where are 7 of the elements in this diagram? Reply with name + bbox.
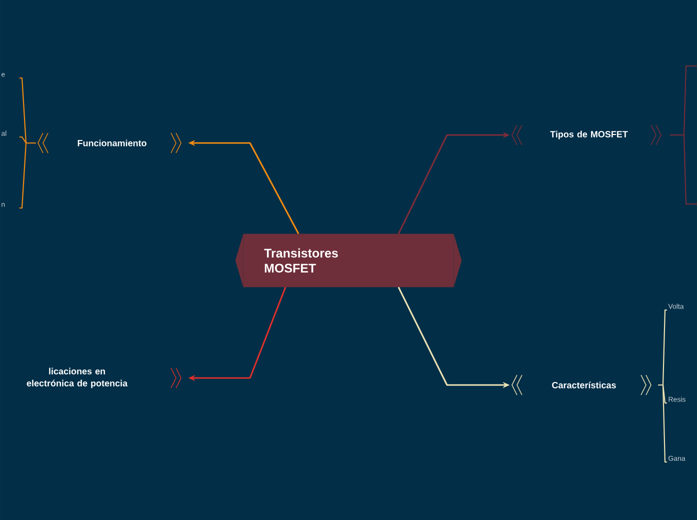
branch-topic: Funcionamiento (38, 132, 182, 154)
connector (19, 142, 36, 209)
branch-topic: licaciones en electrónica de potencia (26, 368, 182, 388)
topic-box: Transistores MOSFET (235, 234, 462, 288)
connector (658, 384, 667, 463)
branch-topic: Tipos de MOSFET (512, 124, 662, 146)
branch-topic: Características (512, 374, 652, 396)
